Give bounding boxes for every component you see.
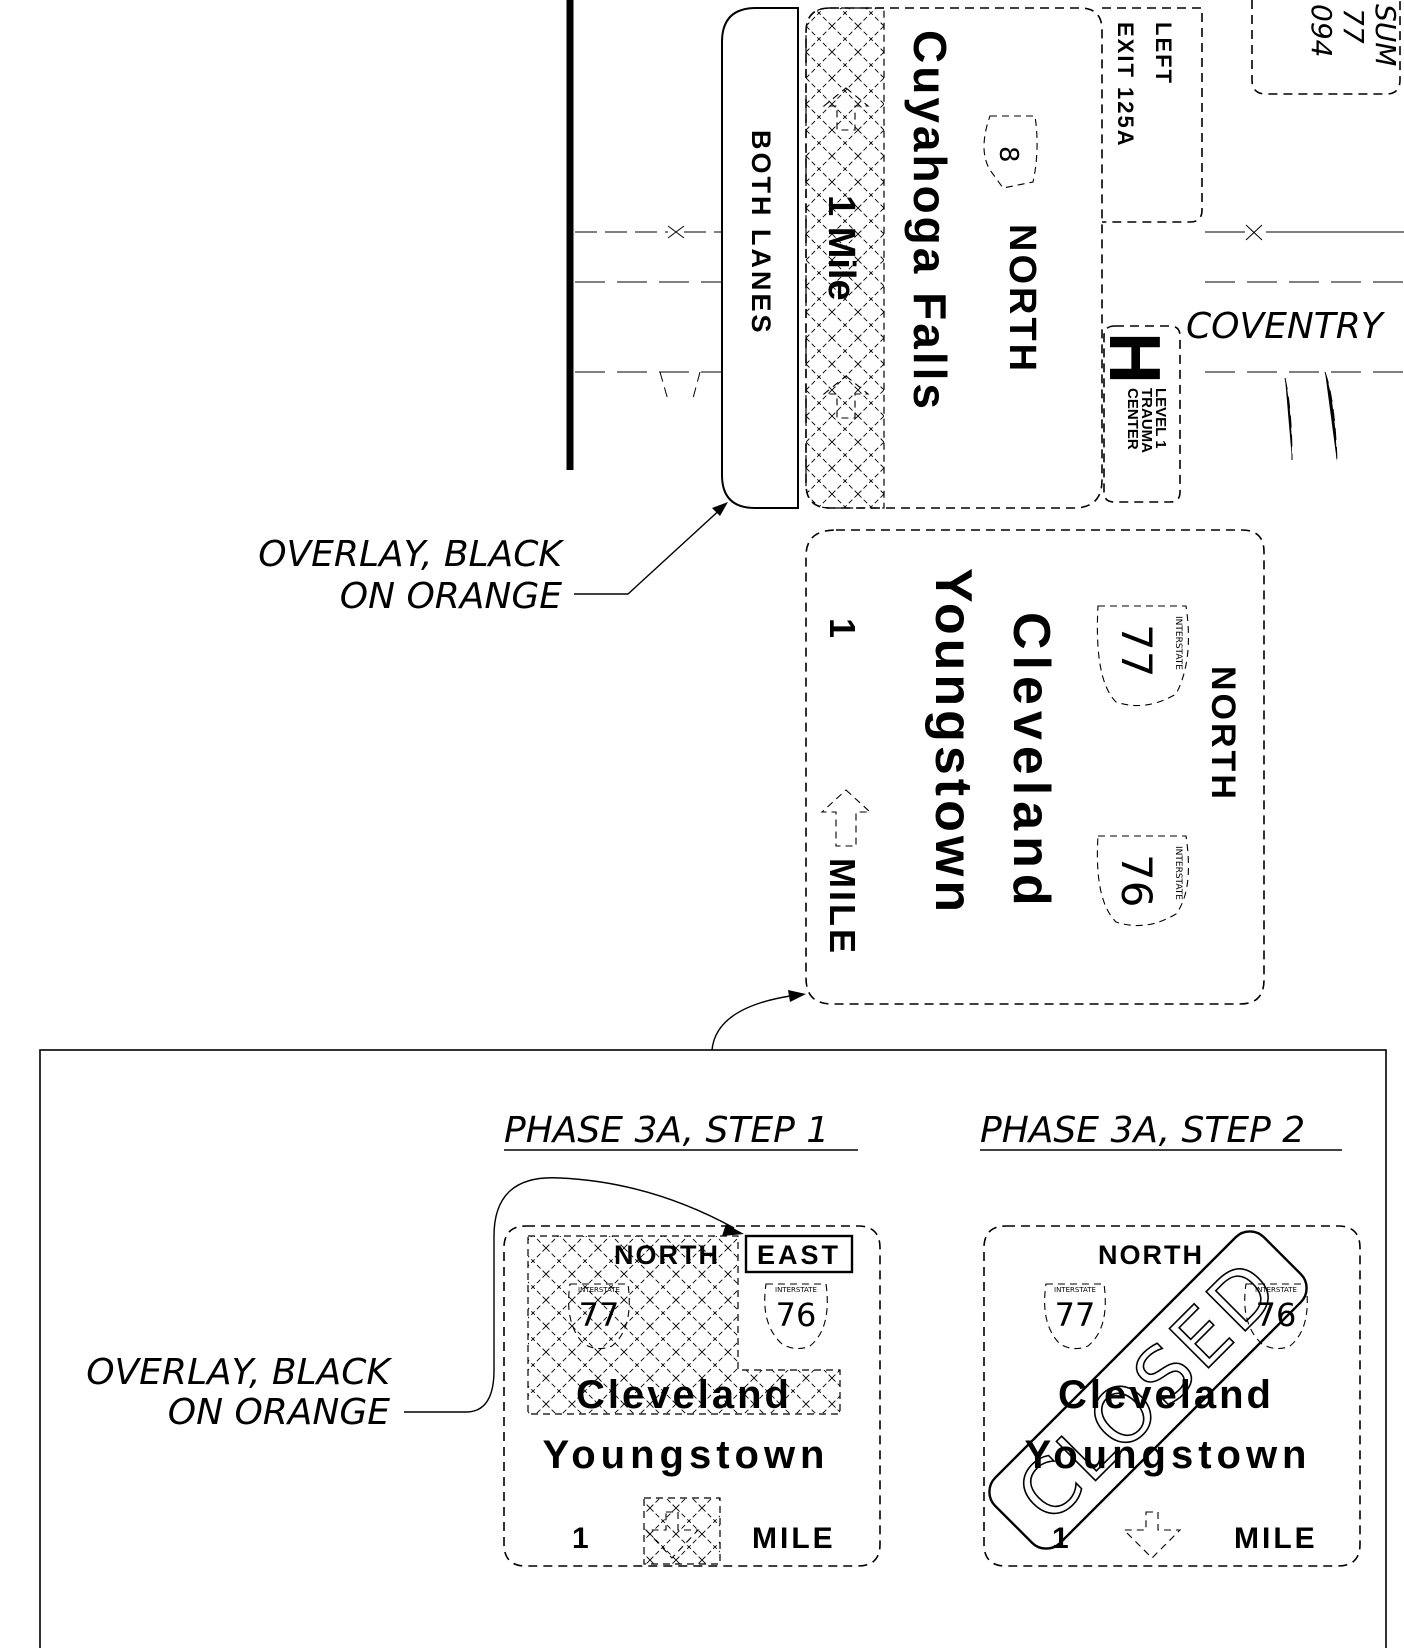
phase-box-leader-arrowhead [788,990,806,1002]
svg-text:77: 77 [579,1296,620,1334]
callout-step1-leader [404,1177,735,1413]
interstate-76-shield-icon: INTERSTATE 76 [1096,835,1190,927]
exit-tab-left-text: LEFT [1151,22,1176,85]
down-arrow-icon [820,789,872,847]
callout-step1-line1: OVERLAY, BLACK [86,1352,392,1393]
svg-text:INTERSTATE: INTERSTATE [1054,1286,1096,1294]
step1-interstate-76-shield-icon: INTERSTATE 76 [764,1283,828,1350]
mileage-hatched-overlay [805,7,885,509]
trauma-line3: CENTER [1124,388,1141,450]
step1-hatched-overlay [527,1235,841,1415]
svg-text:INTERSTATE: INTERSTATE [1255,1286,1297,1294]
exit-tab-outline [1102,7,1203,223]
step2-sign-outline [983,1225,1361,1567]
step1-down-arrow-icon [644,1511,700,1559]
callout-top-line1: OVERLAY, BLACK [258,534,564,575]
lane-lines [575,224,1404,463]
step1-east-text: EAST [757,1240,841,1270]
step2-down-arrow-icon [1122,1511,1182,1559]
step2-distance-unit: MILE [1234,1522,1318,1555]
callout-top-line2: ON ORANGE [340,576,563,617]
cuyahoga-sign-outline [805,7,1103,509]
step1-sign-outline [503,1225,881,1567]
svg-text:INTERSTATE: INTERSTATE [578,1286,620,1294]
step2-north-text: NORTH [1098,1240,1204,1270]
phase-step2-title: PHASE 3A, STEP 2 [980,1110,1305,1151]
callout-top-arrowhead [712,502,728,516]
down-arrow-icon [822,87,870,131]
callout-step1-arrowhead [722,1224,744,1236]
coventry-street-label: COVENTRY [1186,306,1386,347]
svg-text:INTERSTATE: INTERSTATE [1173,616,1183,670]
distance-unit-text: MILE [822,858,863,956]
cuyahoga-falls-text: Cuyahoga Falls [904,30,956,412]
step1-distance-number: 1 [572,1522,589,1555]
callout-step1-line2: ON ORANGE [168,1392,391,1433]
svg-text:INTERSTATE: INTERSTATE [775,1286,817,1294]
svg-text:INTERSTATE: INTERSTATE [1173,846,1183,900]
step1-north-text: NORTH [614,1240,720,1270]
trauma-h-icon: H [1094,332,1174,384]
north-text-right-sign: NORTH [1204,666,1242,802]
svg-text:8: 8 [993,146,1023,163]
both-lanes-overlay-panel [721,7,799,509]
trauma-center-sign-outline [1103,325,1181,503]
svg-text:76: 76 [776,1296,817,1334]
step1-cleveland-text: Cleveland [576,1373,792,1417]
step1-east-overlay-box [744,1234,854,1274]
svg-text:76: 76 [1112,854,1161,907]
north-text-left-sign: NORTH [1001,224,1043,374]
cropped-text-2: 77 [1337,8,1370,44]
phase-box-leader [711,995,791,1051]
ohio-route-shield-icon: 8 [983,115,1038,189]
step2-interstate-77-shield-icon: INTERSTATE 77 [1044,1283,1106,1350]
mileage-text: 1 Mile [820,195,862,301]
cropped-text-1: SUM [1369,4,1402,66]
cleveland-sign-outline [805,529,1265,1005]
step1-interstate-77-shield-icon: INTERSTATE 77 [568,1283,630,1350]
callout-top-leader [574,505,725,595]
youngstown-text: Youngstown [924,568,982,916]
trauma-line2: TRAUMA [1138,388,1155,453]
svg-text:77: 77 [1055,1296,1096,1334]
cropped-text-3: 094 [1305,4,1338,57]
exit-tab-number-text: EXIT 125A [1113,22,1138,148]
phase-step1-title: PHASE 3A, STEP 1 [504,1110,829,1151]
trauma-line1: LEVEL 1 [1152,388,1169,449]
distance-number-text: 1 [822,618,863,638]
down-arrow-icon [822,375,870,419]
step2-youngstown-text: Youngstown [1025,1433,1312,1477]
phase-panel-frame [39,1049,1387,1648]
step1-arrow-hatch [643,1497,721,1565]
svg-text:77: 77 [1112,624,1161,677]
cleveland-text: Cleveland [1002,612,1060,912]
interstate-77-shield-icon: INTERSTATE 77 [1096,605,1190,707]
step1-distance-unit: MILE [752,1522,836,1555]
step1-youngstown-text: Youngstown [543,1433,830,1477]
both-lanes-text: BOTH LANES [746,130,776,336]
